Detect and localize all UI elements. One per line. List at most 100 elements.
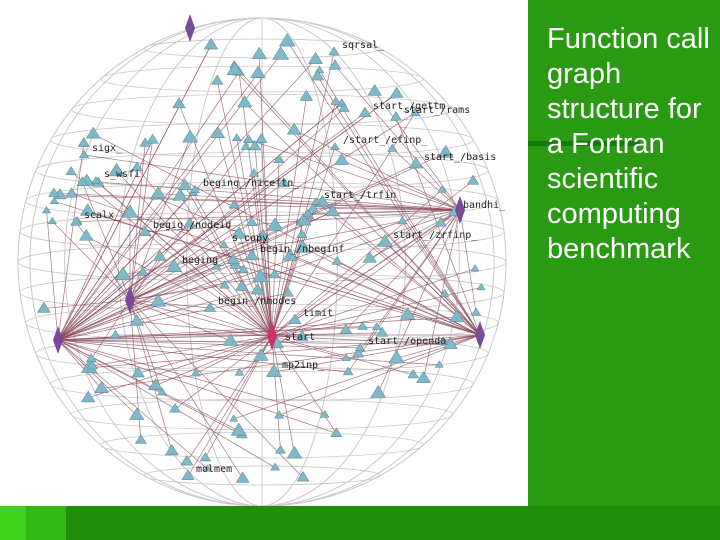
call-edge	[294, 129, 461, 211]
function-node	[203, 37, 219, 50]
call-edge	[233, 334, 481, 420]
function-node	[273, 153, 285, 163]
function-node	[476, 282, 486, 291]
call-edge	[57, 301, 159, 341]
function-node	[129, 314, 145, 326]
call-edge	[271, 51, 335, 337]
call-edge	[57, 292, 289, 341]
function-node	[114, 266, 132, 280]
function-node	[210, 74, 224, 85]
hub-node	[475, 321, 485, 349]
call-edge	[234, 64, 481, 336]
function-node	[470, 307, 482, 316]
function-node	[169, 403, 181, 413]
call-edge	[57, 339, 361, 349]
call-edge	[57, 73, 259, 341]
call-edge	[57, 103, 342, 341]
function-node	[408, 156, 424, 169]
function-node	[250, 283, 265, 295]
function-node	[237, 95, 253, 108]
call-edge	[248, 139, 461, 211]
function-node	[439, 288, 450, 297]
node-label: scalx_	[84, 210, 121, 221]
function-node	[330, 142, 340, 150]
function-node	[181, 469, 195, 480]
function-node	[47, 216, 57, 225]
call-edge	[271, 314, 408, 337]
function-node	[153, 249, 167, 261]
call-edge	[77, 209, 461, 222]
call-edge	[57, 112, 416, 341]
call-edge	[57, 339, 102, 389]
function-node	[342, 366, 354, 376]
bottom-accent-1	[0, 506, 26, 540]
function-node	[180, 454, 194, 466]
function-node	[437, 144, 454, 158]
node-label: s_wsfi	[104, 169, 140, 180]
call-edge	[57, 143, 85, 341]
function-node	[303, 208, 313, 217]
call-edge	[129, 299, 304, 478]
call-edge	[158, 301, 273, 337]
call-edge	[57, 139, 153, 341]
call-edge	[95, 180, 273, 337]
function-node	[265, 363, 283, 377]
bottom-accent-2	[26, 506, 66, 540]
function-node	[328, 46, 340, 56]
function-node	[330, 427, 343, 437]
function-node	[295, 329, 309, 341]
call-edge	[374, 91, 461, 211]
call-edge	[57, 183, 285, 341]
function-node	[400, 307, 416, 320]
function-node	[437, 336, 449, 345]
call-edge	[129, 299, 211, 309]
function-node	[121, 204, 139, 218]
function-node	[223, 333, 239, 346]
function-node	[164, 444, 179, 456]
function-node	[266, 217, 284, 231]
call-edge	[57, 326, 363, 341]
hub-node	[267, 322, 277, 350]
function-node	[358, 106, 372, 117]
call-edge	[57, 339, 325, 416]
function-node	[370, 384, 387, 398]
function-node	[138, 225, 152, 236]
node-label: sigx_	[92, 143, 123, 154]
function-node	[274, 410, 285, 419]
function-node	[390, 111, 402, 121]
hub-node	[53, 326, 63, 354]
function-node	[203, 301, 217, 312]
node-label: start_/gettm	[373, 101, 445, 112]
function-node	[268, 268, 281, 279]
latitude-line	[19, 211, 505, 252]
latitude-line	[71, 93, 453, 126]
function-node	[278, 33, 296, 47]
function-node	[338, 102, 350, 112]
longitude-line	[29, 17, 495, 506]
function-node	[319, 409, 330, 418]
hub-node	[125, 286, 135, 314]
call-edge	[129, 211, 333, 301]
node-label: timit	[303, 308, 333, 319]
call-edge	[155, 335, 273, 386]
node-label: molmem	[196, 464, 232, 475]
function-node	[234, 280, 249, 291]
function-node	[199, 452, 212, 462]
function-node	[85, 353, 97, 363]
function-node	[165, 258, 183, 272]
latitude-line	[143, 465, 381, 486]
function-node	[351, 347, 365, 358]
function-node	[470, 264, 480, 272]
latitude-line	[50, 366, 474, 402]
function-node	[367, 84, 382, 96]
function-node	[245, 249, 259, 261]
function-node	[362, 251, 377, 263]
function-node	[182, 129, 199, 143]
function-node	[255, 133, 268, 143]
node-label: /start_/efinp_	[343, 135, 428, 146]
call-edge	[315, 201, 481, 336]
function-node	[255, 228, 271, 241]
function-node	[407, 368, 419, 379]
function-node	[78, 228, 94, 241]
function-node	[235, 471, 250, 483]
